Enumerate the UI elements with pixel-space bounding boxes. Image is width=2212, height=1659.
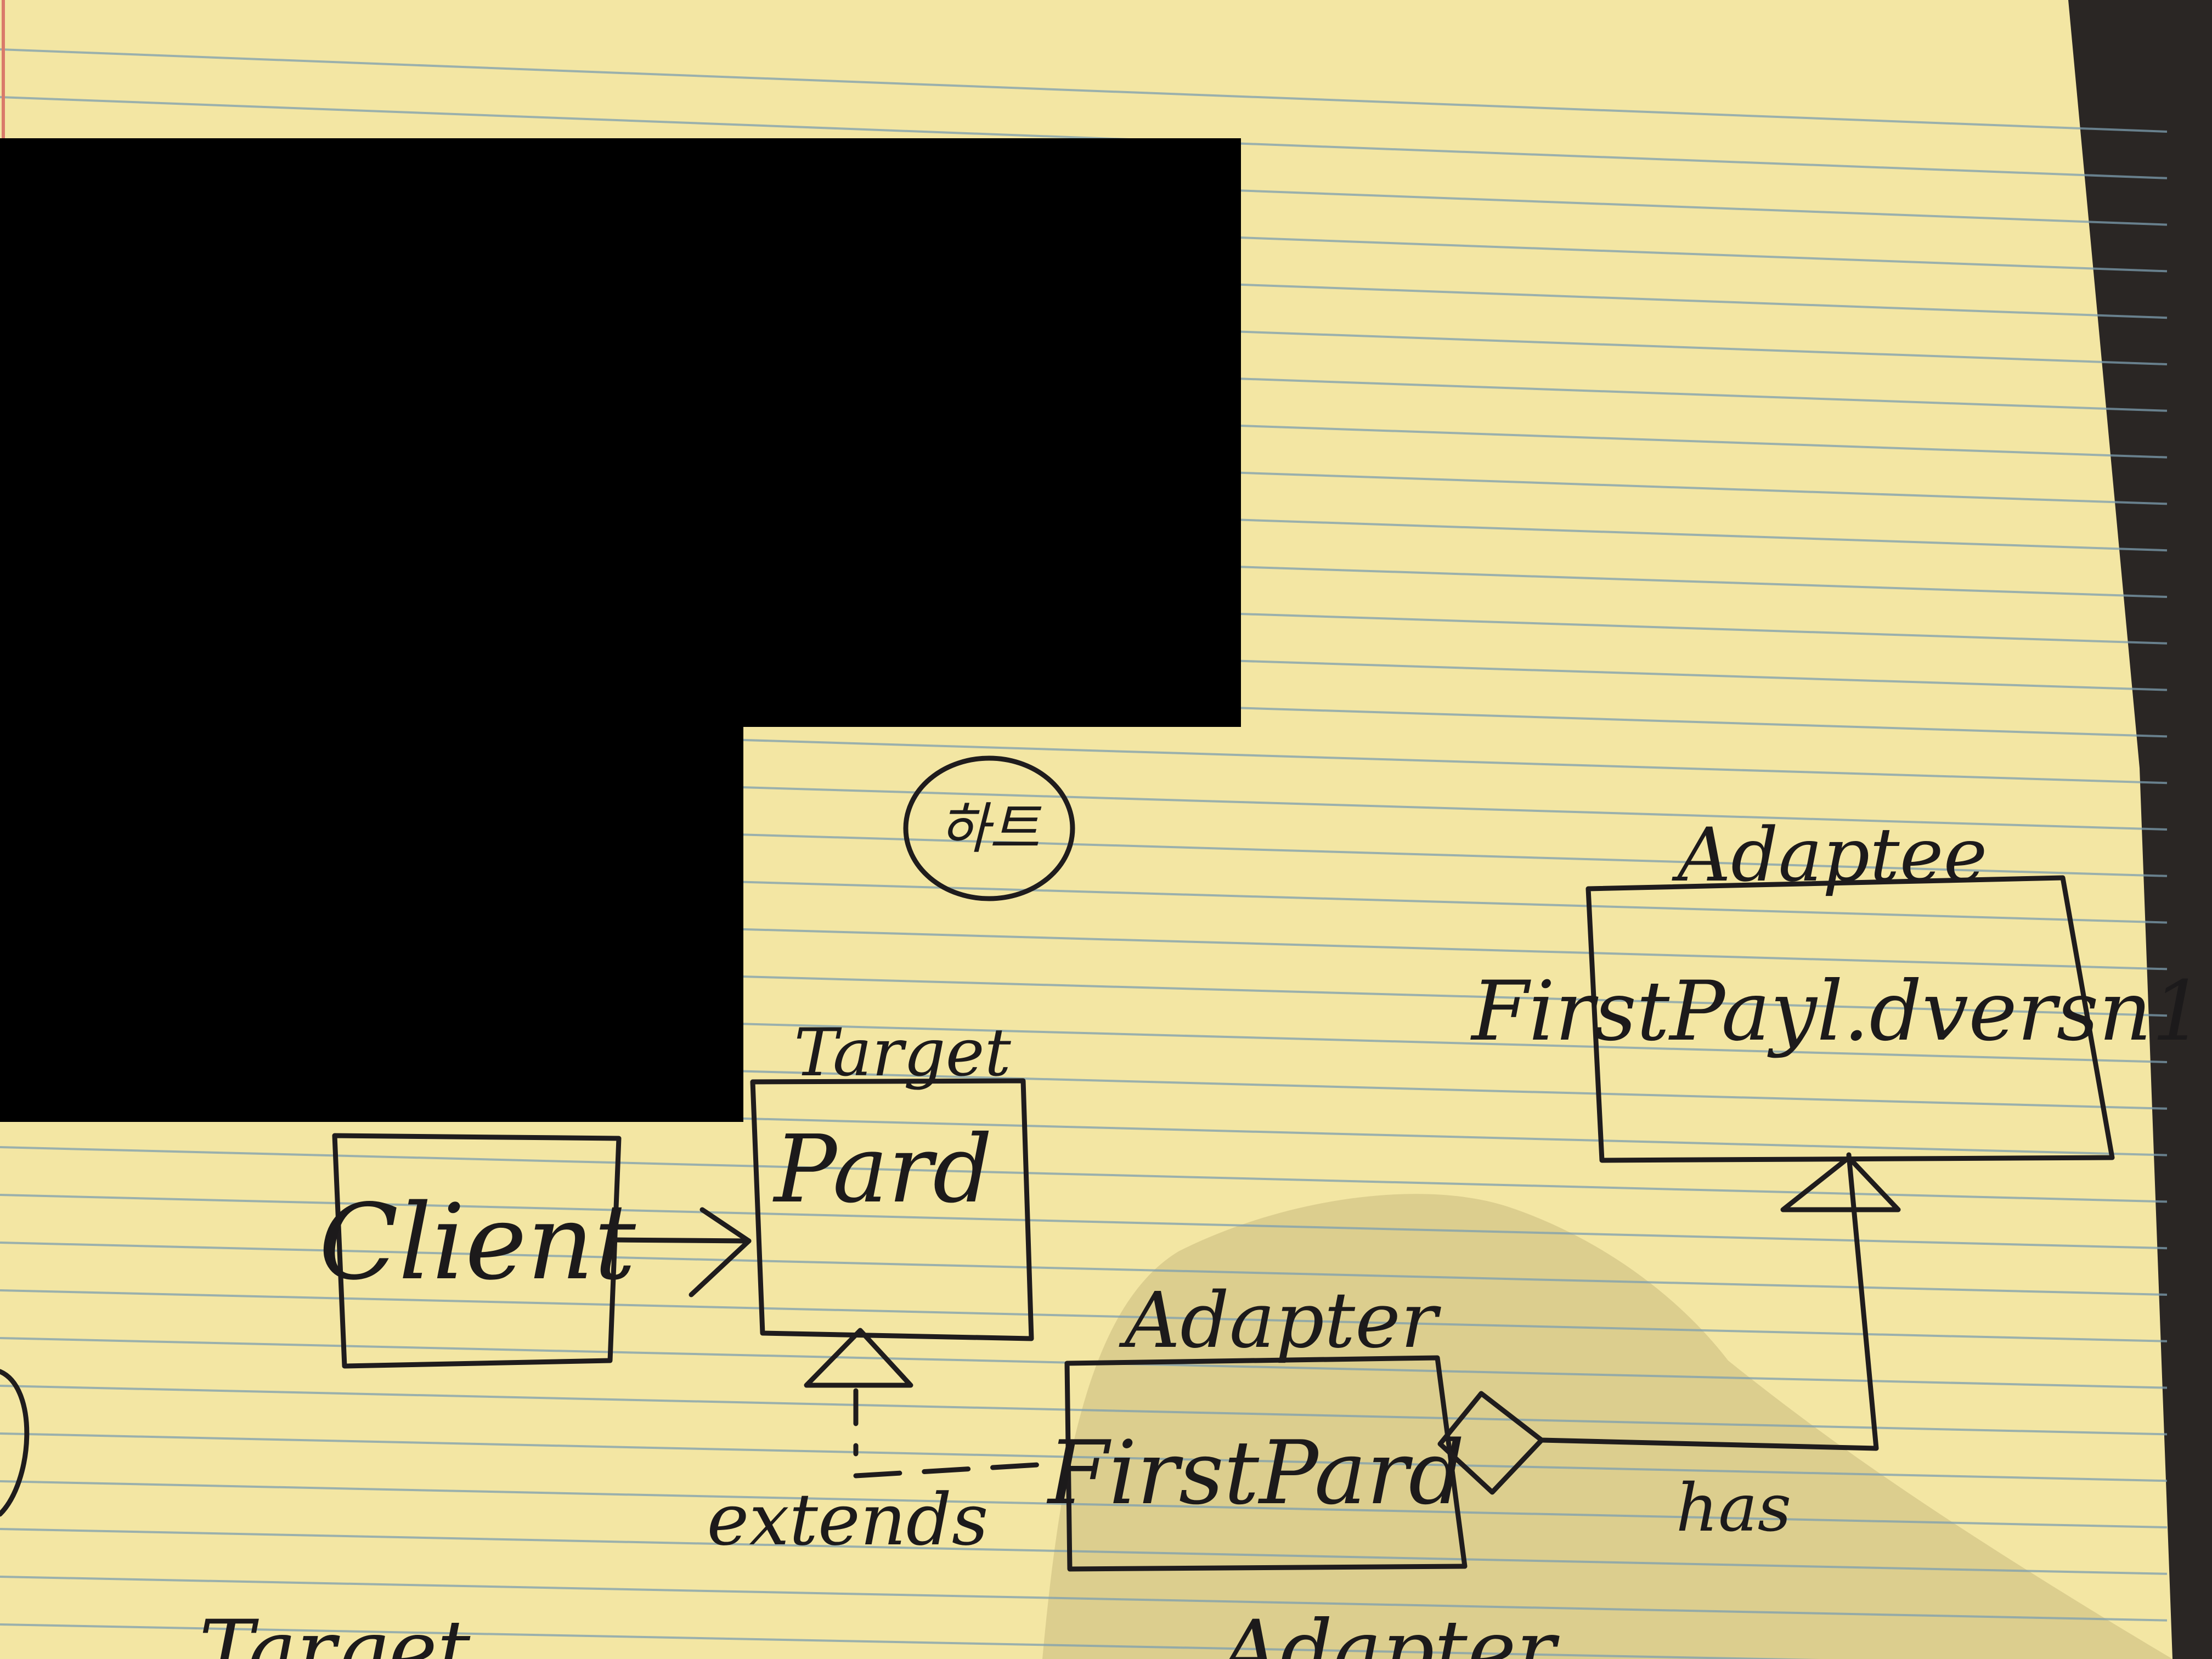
circled-note-text: 하트 bbox=[939, 797, 1042, 861]
ruled-line bbox=[0, 1480, 2168, 1528]
ruled-line bbox=[0, 1194, 2168, 1250]
target-class-name: Pard bbox=[772, 1115, 992, 1224]
redaction-block bbox=[0, 138, 1241, 727]
cut-off-target-label: Target bbox=[199, 1603, 471, 1659]
circled-note: 하트 bbox=[903, 755, 1075, 901]
has-relation: has bbox=[1437, 1152, 1879, 1547]
ruled-line bbox=[0, 1528, 2168, 1575]
extends-label: extends bbox=[707, 1478, 988, 1561]
ruled-line bbox=[0, 1242, 2168, 1296]
target-stereotype: Target bbox=[794, 1015, 1011, 1091]
association-arrow bbox=[612, 1207, 752, 1297]
extends-relation: extends bbox=[707, 1328, 1059, 1561]
ruled-line bbox=[0, 1576, 2168, 1622]
ruled-line bbox=[0, 1289, 2168, 1342]
redaction-block bbox=[0, 724, 743, 1122]
redaction bbox=[0, 138, 1241, 1122]
target-class: Target Pard bbox=[750, 1015, 1034, 1341]
hand-shadow bbox=[1042, 1194, 2172, 1659]
has-label: has bbox=[1676, 1470, 1791, 1547]
client-class: Client bbox=[319, 1133, 636, 1369]
adapter-class: Adapter FirstPard bbox=[1046, 1276, 1468, 1572]
cut-off-adapter-label: Adapter bbox=[1214, 1603, 1560, 1659]
ruled-line bbox=[0, 1623, 1820, 1659]
ruled-line bbox=[0, 1385, 2168, 1436]
ruled-line bbox=[0, 48, 2168, 133]
ruled-line bbox=[0, 1432, 2168, 1482]
adapter-class-name: FirstPard bbox=[1046, 1421, 1465, 1524]
adaptee-inheritance-triangle bbox=[1780, 1155, 1901, 1212]
adapter-stereotype: Adapter bbox=[1119, 1276, 1441, 1365]
partial-circle-left bbox=[0, 1369, 30, 1517]
adaptee-class-name: FirstPayl.dversn1 bbox=[1470, 964, 2204, 1059]
ruled-line bbox=[0, 96, 2168, 179]
client-class-name: Client bbox=[319, 1182, 636, 1303]
adaptee-class: Adaptee FirstPayl.dversn1 bbox=[1470, 812, 2204, 1163]
